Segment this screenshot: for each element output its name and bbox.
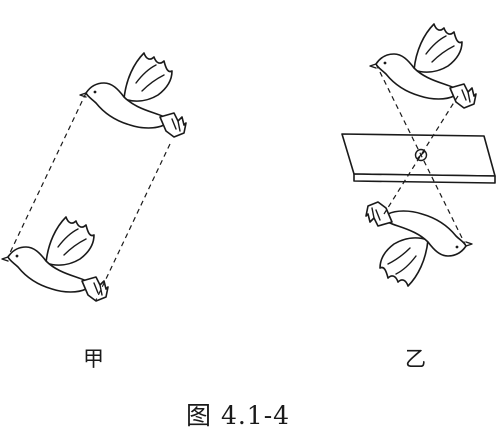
dove-lower-jia	[1, 216, 109, 302]
panel-label-jia: 甲	[83, 347, 104, 371]
panel-label-yi: 乙	[405, 347, 426, 371]
panel-jia-translation	[1, 52, 187, 302]
dove-upper-yi	[369, 23, 477, 109]
dove-upper-jia	[79, 52, 187, 138]
translation-line-head	[7, 92, 87, 258]
dove-lower-yi-rotated	[365, 201, 473, 287]
panel-yi-rotation	[341, 23, 496, 287]
figure-caption: 图 4.1-4	[186, 401, 291, 430]
rotation-line-head	[375, 63, 467, 247]
translation-line-tail	[95, 143, 171, 301]
